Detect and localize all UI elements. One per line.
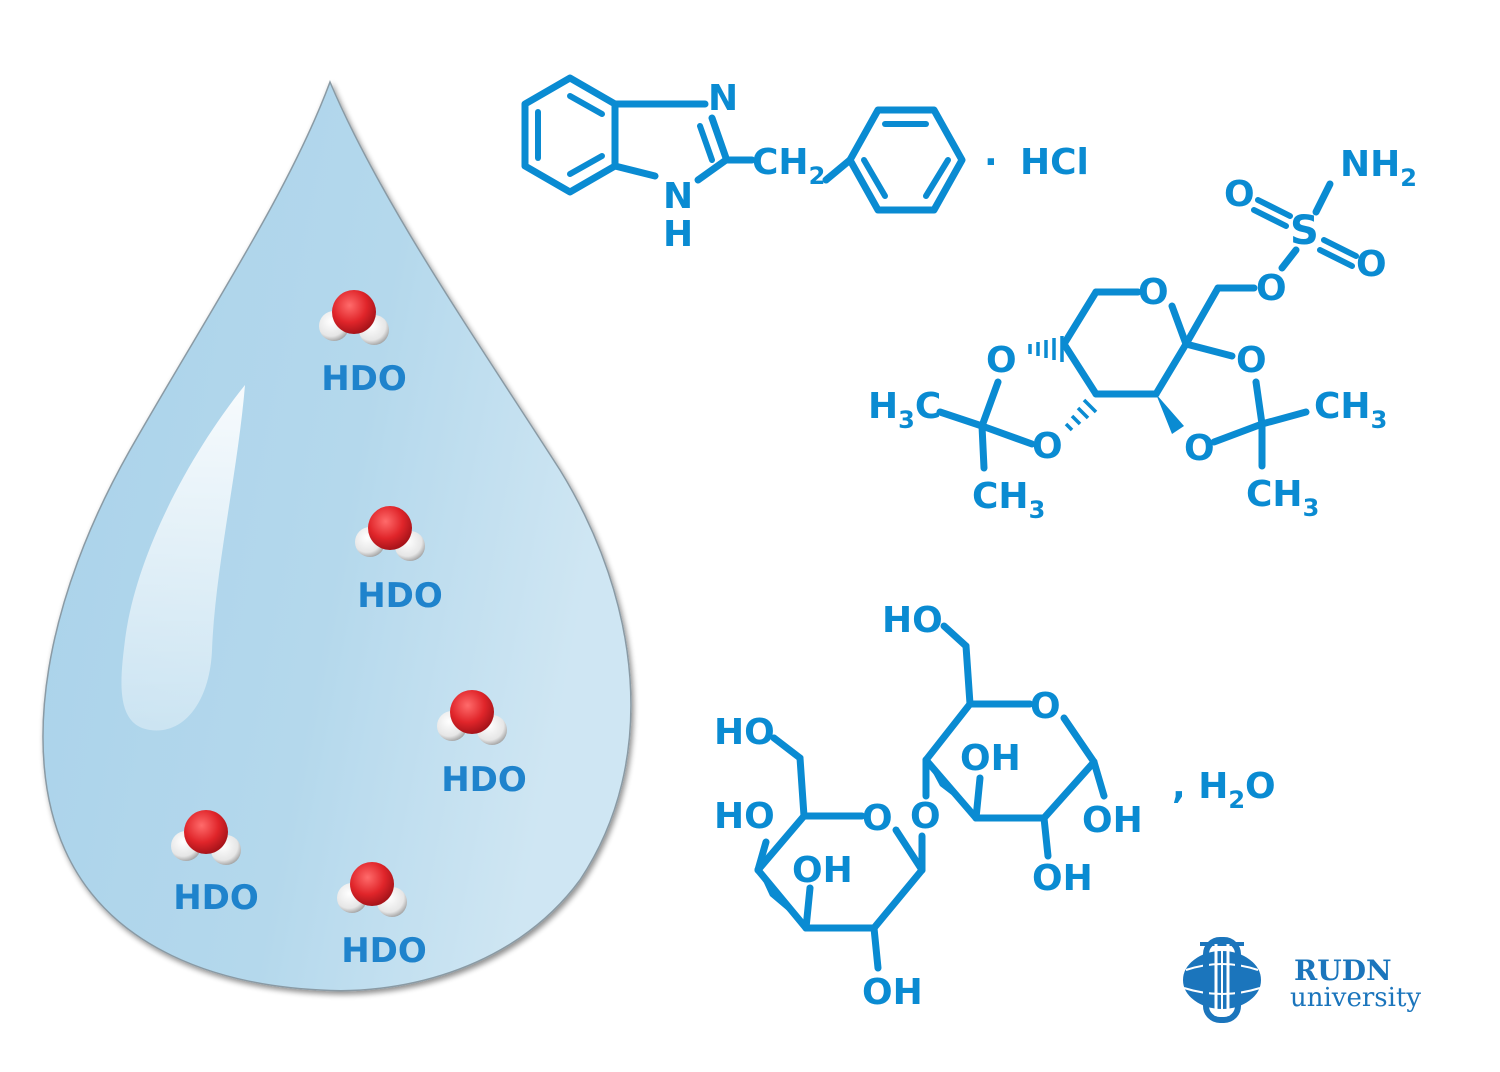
glycosidic-oxygen: O [910, 796, 941, 837]
hdo-label: HDO [441, 760, 527, 800]
oxygen-atom [350, 862, 394, 906]
oxygen-atom [368, 506, 412, 550]
methyl-label: H3C [868, 386, 941, 434]
dot-label: · [984, 142, 998, 183]
sulfonyl-oxygen: O [1224, 174, 1255, 215]
nh2-label: NH2 [1340, 144, 1417, 192]
ring-oxygen: O [986, 340, 1017, 381]
hydroxyl-label: HO [882, 600, 943, 641]
bendazol-structure: N N H CH2 · HCl [521, 74, 1089, 255]
globe-emblem-icon [1181, 937, 1263, 1023]
hdo-label: HDO [321, 359, 407, 399]
hydroxyl-label: HO [714, 712, 775, 753]
hdo-label: HDO [357, 576, 443, 616]
hydroxyl-label: OH [862, 972, 923, 1013]
hydroxyl-label: OH [1032, 858, 1093, 899]
ring-oxygen: O [862, 798, 893, 839]
sulfur-label: S [1290, 208, 1319, 254]
hdo-molecule [337, 862, 407, 917]
ring-oxygen: O [1236, 340, 1267, 381]
solid-wedge [1156, 394, 1184, 434]
ch2-label: CH2 [752, 142, 825, 190]
sulfonyl-oxygen: O [1356, 244, 1387, 285]
topiramate-structure: NH2 O S O O O O O O [868, 144, 1417, 524]
hydrogen-label: H [663, 214, 693, 255]
ester-oxygen: O [1256, 268, 1287, 309]
methyl-label: CH3 [1246, 474, 1319, 522]
hdo-label: HDO [341, 931, 427, 971]
oxygen-atom [332, 290, 376, 334]
hydroxyl-label: HO [714, 796, 775, 837]
hydroxyl-label: OH [792, 850, 853, 891]
hdo-molecule [437, 690, 507, 745]
ring-oxygen: O [1184, 428, 1215, 469]
hashed-wedge [1028, 336, 1098, 432]
methyl-label: CH3 [972, 476, 1045, 524]
hydroxyl-label: OH [960, 738, 1021, 779]
ring-oxygen: O [1138, 272, 1169, 313]
hydrate-label: , H2O [1172, 766, 1276, 814]
nitrogen-label: N [708, 78, 738, 119]
ring-oxygen: O [1032, 426, 1063, 467]
rudn-logo[interactable]: RUDN university [1181, 937, 1421, 1023]
oxygen-atom [450, 690, 494, 734]
hcl-label: HCl [1020, 142, 1089, 183]
droplet-shine [121, 385, 245, 731]
oxygen-atom [184, 810, 228, 854]
hydroxyl-label: OH [1082, 800, 1143, 841]
hdo-molecule [355, 506, 425, 561]
ring-oxygen: O [1030, 686, 1061, 727]
nitrogen-label: N [663, 176, 693, 217]
hdo-molecule [319, 290, 389, 345]
methyl-label: CH3 [1314, 386, 1387, 434]
logo-university: university [1290, 983, 1421, 1013]
phenyl-ring [846, 106, 966, 214]
logo-rudn: RUDN [1294, 954, 1392, 987]
droplet-body [42, 79, 632, 992]
water-droplet [42, 79, 632, 992]
hdo-molecule [171, 810, 241, 865]
lactose-structure: HO O OH OH OH O HO O HO [714, 600, 1276, 1013]
hdo-label: HDO [173, 878, 259, 918]
